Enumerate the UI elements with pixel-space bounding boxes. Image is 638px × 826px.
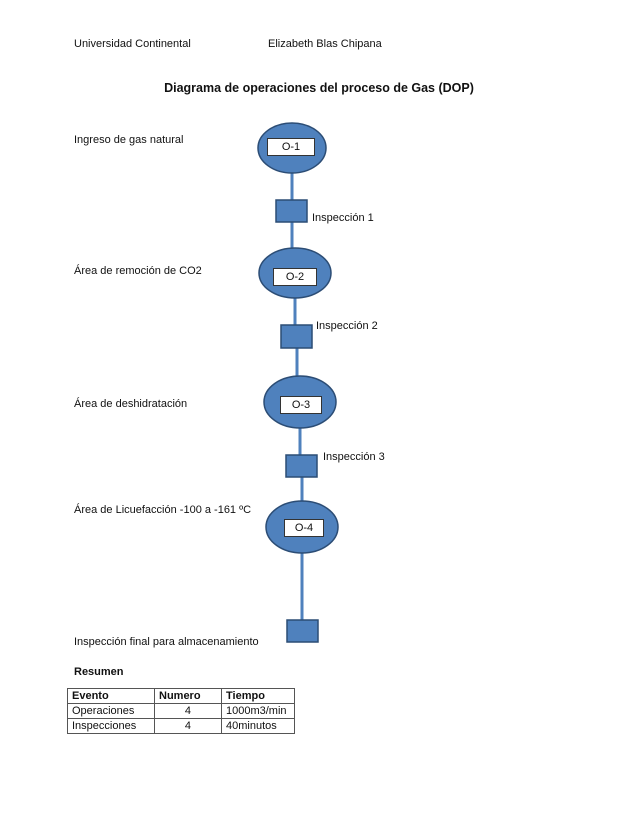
summary-table: Evento Numero Tiempo Operaciones 4 1000m…	[67, 688, 295, 734]
final-inspection-label: Inspección final para almacenamiento	[74, 636, 259, 648]
inspection-label-2: Inspección 2	[316, 320, 378, 332]
summary-header-evento: Evento	[67, 688, 155, 704]
summary-header-numero: Numero	[154, 688, 222, 704]
inspection-label-1: Inspección 1	[312, 212, 374, 224]
header-institution: Universidad Continental	[74, 38, 191, 50]
step-label-4: Área de Licuefacción -100 a -161 ºC	[74, 504, 252, 516]
inspection-square-2	[280, 324, 313, 349]
summary-header-row: Evento Numero Tiempo	[67, 688, 295, 704]
table-row: Operaciones 4 1000m3/min	[67, 703, 295, 719]
page-title: Diagrama de operaciones del proceso de G…	[164, 81, 474, 95]
inspection-square-final	[286, 619, 319, 643]
inspection-square-1	[275, 199, 308, 223]
summary-cell: Operaciones	[67, 703, 155, 719]
summary-cell: 1000m3/min	[221, 703, 295, 719]
summary-cell: 40minutos	[221, 718, 295, 734]
inspection-label-3: Inspección 3	[323, 451, 385, 463]
summary-header-tiempo: Tiempo	[221, 688, 295, 704]
header-author: Elizabeth Blas Chipana	[268, 38, 382, 50]
summary-cell: Inspecciones	[67, 718, 155, 734]
step-label-2: Área de remoción de CO2	[74, 265, 202, 277]
summary-cell: 4	[154, 718, 222, 734]
operation-label-4: O-4	[284, 519, 324, 537]
operation-label-2: O-2	[273, 268, 317, 286]
operation-label-3: O-3	[280, 396, 322, 414]
step-label-1: Ingreso de gas natural	[74, 134, 184, 146]
step-label-3: Área de deshidratación	[74, 398, 188, 410]
operation-label-1: O-1	[267, 138, 315, 156]
inspection-square-3	[285, 454, 318, 478]
summary-cell: 4	[154, 703, 222, 719]
summary-title: Resumen	[74, 666, 124, 678]
table-row: Inspecciones 4 40minutos	[67, 718, 295, 734]
